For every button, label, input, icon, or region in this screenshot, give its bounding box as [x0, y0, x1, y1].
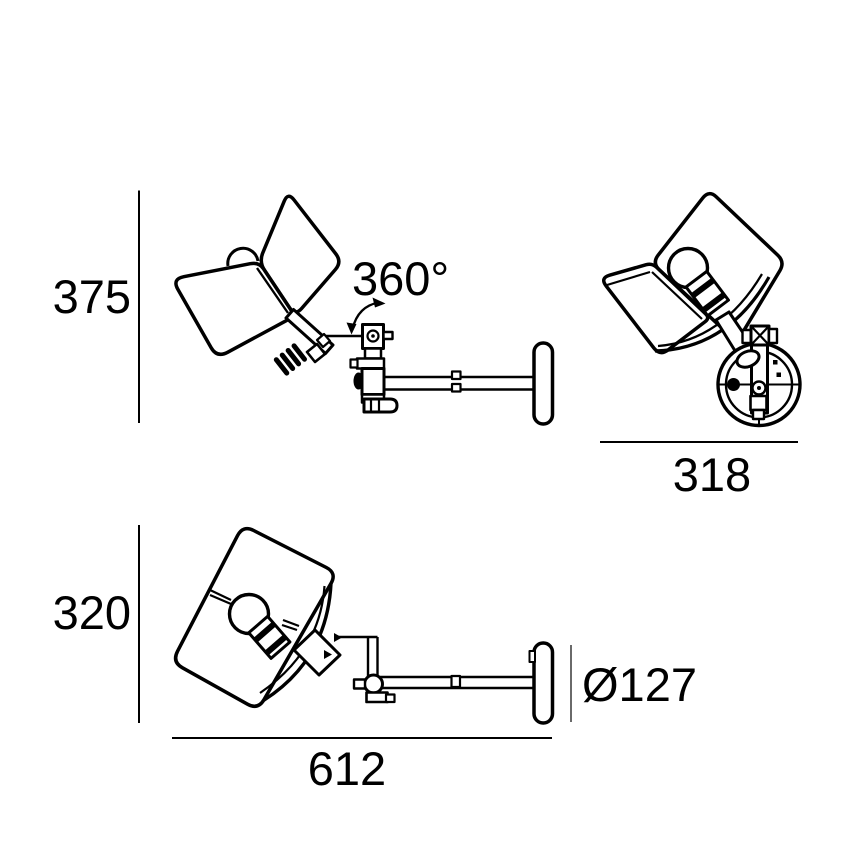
bracket-foot-ribs — [369, 400, 381, 411]
bracket-pivot — [363, 673, 384, 695]
dim-318-label: 318 — [673, 448, 751, 501]
plate-screw-dot — [727, 378, 740, 391]
dimension-height-375: 375 — [53, 190, 140, 423]
bracket-lower-block — [365, 691, 389, 704]
dimension-diameter-127: Ø127 — [570, 645, 697, 722]
shade-front-rim-inner — [657, 273, 763, 348]
shade-crease-right — [281, 618, 300, 632]
head-clamp-nut — [315, 332, 332, 349]
dim-320-label: 320 — [53, 586, 131, 639]
collar-tab — [349, 358, 359, 369]
mount-lower-block — [749, 394, 768, 412]
neck-flange-lower — [324, 650, 332, 659]
arm-screw-lower — [450, 382, 462, 393]
lamp-head-side — [174, 194, 341, 376]
shade-rim-inner-line — [256, 267, 289, 314]
view-upper-front: 318 — [600, 191, 802, 501]
bracket-knob — [353, 372, 364, 390]
shade-front-rim — [654, 276, 771, 353]
dimension-width-318: 318 — [600, 441, 798, 501]
rotation-annotation: 360° — [346, 252, 449, 335]
panel-inner-edge-line — [651, 271, 703, 320]
dimension-height-320: 320 — [53, 525, 140, 723]
mount-lower-tab — [751, 408, 766, 421]
mount-right-tab — [767, 327, 779, 345]
bracket-lower-tab — [384, 693, 396, 704]
bracket-body — [360, 367, 386, 396]
head-clamp — [305, 342, 327, 364]
pivot-side-stub — [382, 330, 394, 341]
head-neck — [292, 628, 342, 677]
shade-side-panel — [601, 262, 710, 355]
rotation-360-label: 360° — [352, 252, 449, 305]
dim-127-label: Ø127 — [582, 658, 697, 711]
panel-inner-top-line — [606, 270, 651, 287]
bracket-neck — [363, 347, 383, 360]
plate-tick-upper — [773, 360, 778, 365]
head-bracket — [338, 635, 396, 704]
wall-plate-side — [532, 641, 555, 725]
bulb-socket — [684, 269, 730, 318]
swivel-bracket — [322, 323, 399, 414]
shade-front-panel — [174, 261, 294, 357]
dim-612-label: 612 — [308, 742, 386, 795]
wall-plate-side — [532, 341, 555, 426]
wall-arm — [380, 674, 534, 690]
neck-flange-upper — [334, 633, 342, 642]
mount-cross-lines — [750, 325, 770, 346]
view-upper-side: 360° 375 — [53, 190, 555, 426]
pivot-axis-dot — [371, 334, 375, 338]
wall-plate-notch — [528, 650, 536, 663]
bracket-foot — [362, 397, 399, 414]
rotation-arrowhead-down — [346, 322, 357, 335]
view-lower-side: 320 612 Ø127 — [53, 525, 697, 795]
wall-arm — [385, 370, 535, 393]
wall-plate-front — [716, 324, 802, 428]
rotation-arrowhead-right — [372, 297, 386, 308]
dim-375-label: 375 — [53, 270, 131, 323]
bulb-socket — [247, 614, 292, 660]
shade-crease-left — [208, 588, 232, 606]
lamp-head-lower — [173, 526, 342, 709]
adjustment-knob — [273, 343, 308, 376]
arm-screw-upper — [450, 370, 462, 381]
arm-screw — [450, 674, 462, 689]
plate-tick-lower — [776, 372, 781, 377]
bracket-left-stub — [352, 678, 367, 690]
mount-collar — [735, 349, 761, 369]
dimension-length-612: 612 — [172, 737, 552, 795]
bracket-vertical-lines — [366, 637, 379, 677]
mount-pivot-dot — [757, 386, 761, 390]
bulb-arc — [226, 246, 260, 267]
